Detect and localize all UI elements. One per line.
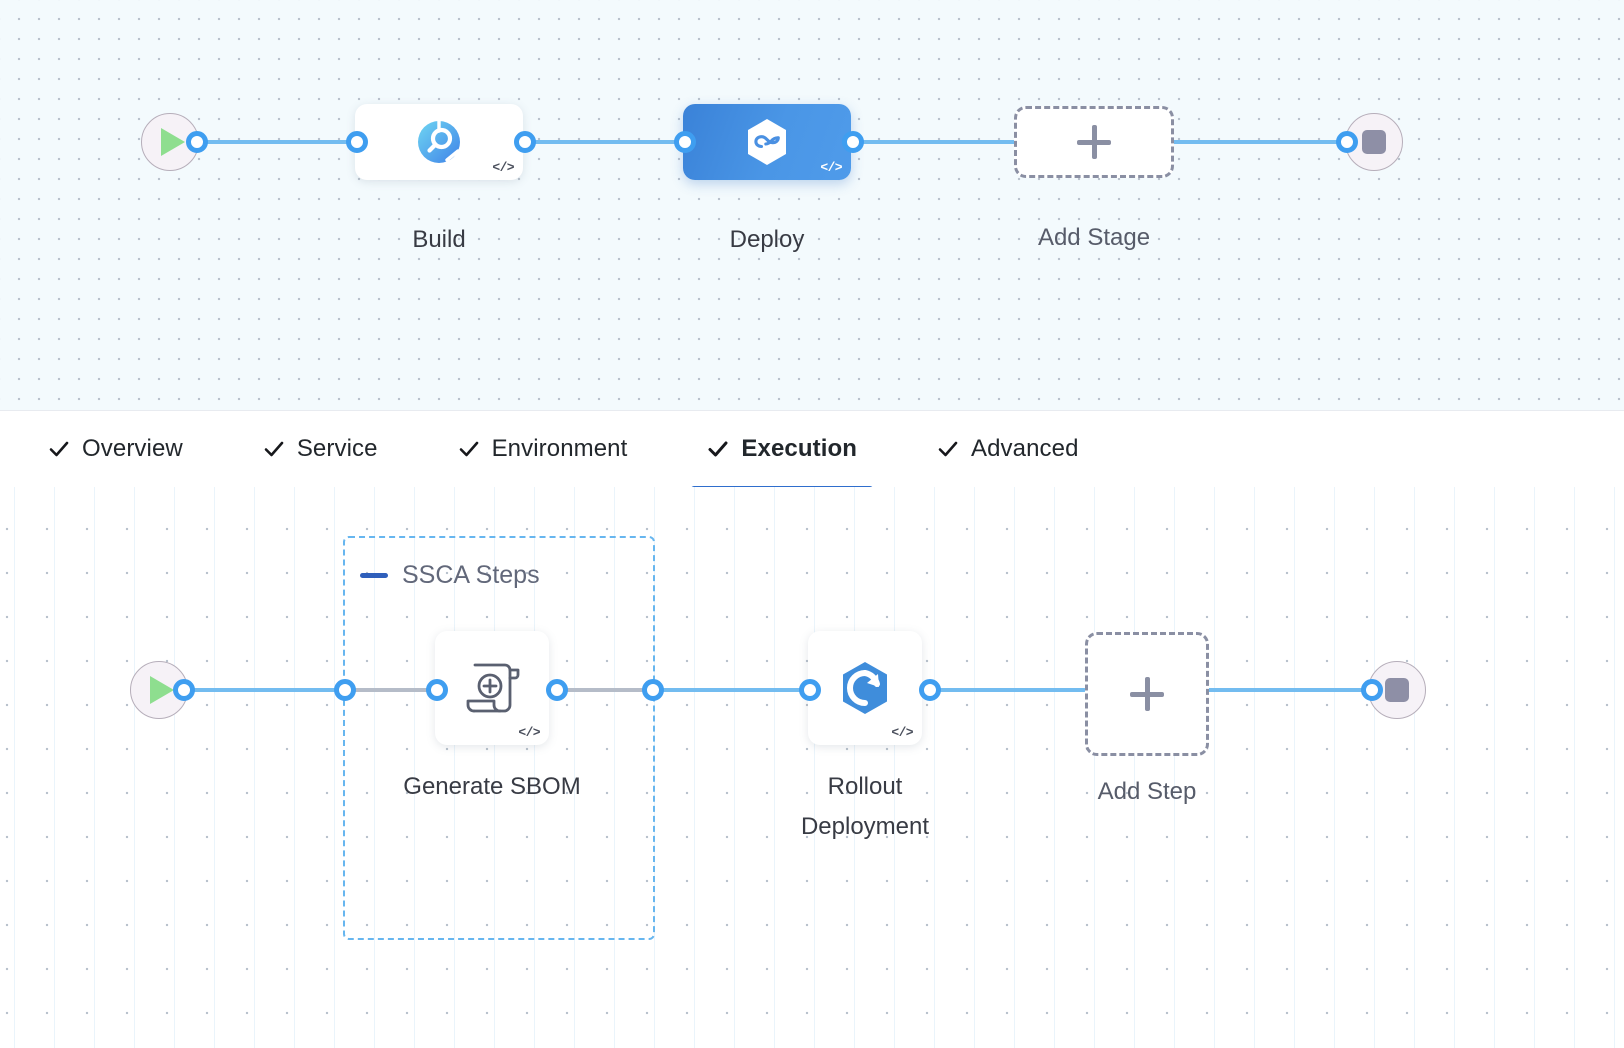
plus-icon: [1077, 125, 1111, 159]
tab-overview[interactable]: Overview: [32, 410, 199, 488]
check-icon: [263, 438, 285, 460]
stop-icon: [1362, 130, 1386, 154]
tab-execution[interactable]: Execution: [691, 410, 873, 491]
step-port-sbom-out[interactable]: [546, 679, 568, 701]
step-edge-group-rollout: [646, 688, 814, 692]
rollout-code-badge[interactable]: </>: [891, 725, 913, 740]
add-stage-button[interactable]: [1014, 106, 1174, 178]
build-donut-search-icon: [355, 104, 523, 180]
stage-port-build-out[interactable]: [514, 131, 536, 153]
stage-port-deploy-in[interactable]: [674, 131, 696, 153]
check-icon: [48, 438, 70, 460]
generate-sbom-code-badge[interactable]: </>: [518, 725, 540, 740]
tab-overview-label: Overview: [82, 435, 183, 462]
play-icon: [161, 128, 185, 156]
step-edge-sbom-group-out: [556, 688, 652, 692]
tab-execution-label: Execution: [741, 435, 857, 462]
stage-label-build: Build: [412, 226, 466, 253]
step-port-sbom-in[interactable]: [426, 679, 448, 701]
tab-advanced-label: Advanced: [971, 435, 1079, 462]
step-node-generate-sbom[interactable]: </>: [435, 631, 549, 745]
add-step-button-visual[interactable]: [1085, 632, 1209, 756]
stage-edge-addstage-end: [1160, 140, 1356, 144]
deploy-hexagon-infinity-icon: [683, 104, 851, 180]
step-label-generate-sbom: Generate SBOM: [403, 773, 581, 800]
step-port-group-out[interactable]: [642, 679, 664, 701]
stage-label-deploy: Deploy: [729, 226, 805, 253]
tab-advanced[interactable]: Advanced: [921, 410, 1095, 488]
check-icon: [458, 438, 480, 460]
step-port-rollout-in[interactable]: [799, 679, 821, 701]
stage-port-build-in[interactable]: [346, 131, 368, 153]
tab-environment-label: Environment: [491, 435, 628, 462]
rollout-hexagon-arrow-icon: [808, 631, 922, 745]
stage-config-tabs: Overview Service Environment Execution A: [0, 410, 1624, 491]
stage-node-deploy[interactable]: </>: [683, 104, 851, 180]
step-label-rollout-deployment: Rollout Deployment: [800, 773, 930, 840]
check-icon: [707, 438, 729, 460]
tab-service[interactable]: Service: [247, 410, 394, 488]
plus-icon: [1130, 677, 1164, 711]
step-port-end-in[interactable]: [1361, 679, 1383, 701]
stage-port-end-in[interactable]: [1336, 131, 1358, 153]
tab-environment[interactable]: Environment: [442, 410, 644, 488]
play-icon: [150, 676, 174, 704]
stage-port-start-out[interactable]: [186, 131, 208, 153]
tab-service-label: Service: [296, 435, 378, 462]
step-edge-start-group: [180, 688, 346, 692]
step-edge-rollout-addstep: [926, 688, 1086, 692]
step-edge-addstep-end: [1206, 688, 1376, 692]
step-group-title: SSCA Steps: [402, 561, 540, 589]
step-port-group-in[interactable]: [334, 679, 356, 701]
add-step-label: Add Step: [1097, 778, 1197, 805]
step-port-rollout-out[interactable]: [919, 679, 941, 701]
build-code-badge[interactable]: </>: [492, 160, 514, 175]
stage-port-deploy-out[interactable]: [842, 131, 864, 153]
pipeline-stage-canvas[interactable]: </> Build </> Deploy Add Stage: [0, 0, 1624, 410]
step-group-header[interactable]: SSCA Steps: [360, 561, 540, 590]
add-stage-label: Add Stage: [1037, 224, 1151, 251]
execution-step-canvas[interactable]: SSCA Steps: [0, 487, 1624, 1048]
stage-edge-start-build: [192, 140, 357, 144]
step-port-start-out[interactable]: [173, 679, 195, 701]
step-edge-group-in-sbom: [348, 688, 436, 692]
sbom-scroll-plus-icon: [435, 631, 549, 745]
check-icon: [937, 438, 959, 460]
deploy-code-badge[interactable]: </>: [820, 160, 842, 175]
step-node-rollout-deployment[interactable]: </>: [808, 631, 922, 745]
stage-node-build[interactable]: </>: [355, 104, 523, 180]
step-group-ssca-steps[interactable]: [343, 536, 655, 940]
stage-edge-build-deploy: [518, 140, 693, 144]
stage-edge-deploy-addstage: [846, 140, 1026, 144]
collapse-minus-icon[interactable]: [360, 573, 388, 578]
stop-icon: [1385, 678, 1409, 702]
